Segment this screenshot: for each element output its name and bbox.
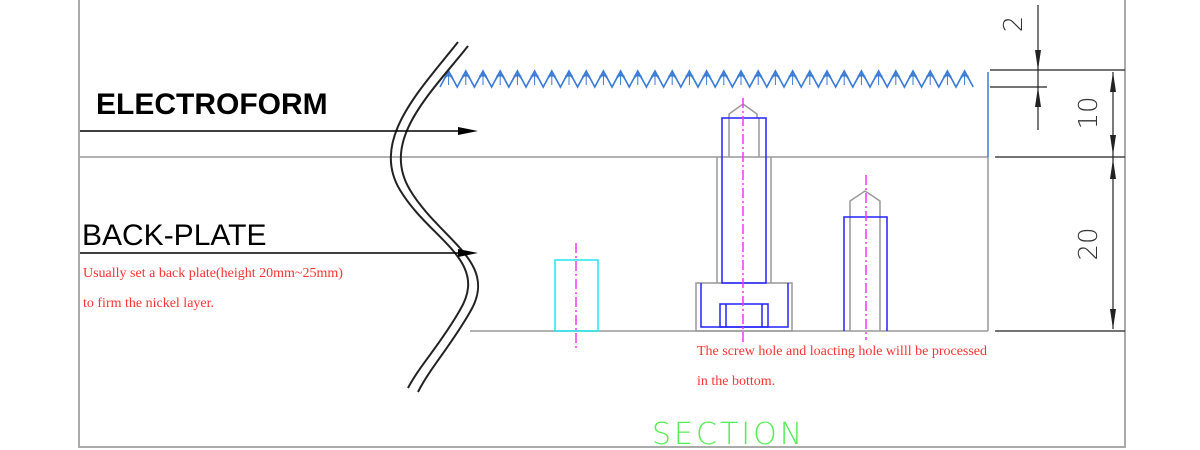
drawing-frame (78, 0, 1126, 448)
locating-pin (554, 243, 599, 350)
dimension-arrows (1035, 50, 1116, 329)
screw-note-line1: The screw hole and loacting hole willl b… (697, 344, 987, 359)
section-title: SECTION (652, 417, 805, 450)
dimension-10: 10 (1074, 96, 1104, 129)
screw-note-line2: in the bottom. (697, 374, 775, 389)
small-screw (843, 175, 888, 340)
electroform-layer (439, 69, 989, 157)
back-plate-note-line1: Usually set a back plate(height 20mm~25m… (83, 266, 343, 281)
dimension-20: 20 (1074, 227, 1104, 260)
back-plate-note-line2: to firm the nickel layer. (83, 296, 214, 311)
back-plate-label: BACK-PLATE (82, 219, 267, 252)
large-screw (695, 98, 793, 345)
dimension-lines (990, 5, 1125, 332)
back-plate-arrow (80, 249, 478, 257)
break-line (389, 41, 480, 393)
electroform-arrow (80, 127, 478, 135)
electroform-label: ELECTROFORM (96, 88, 328, 121)
dimension-2: 2 (999, 16, 1029, 33)
